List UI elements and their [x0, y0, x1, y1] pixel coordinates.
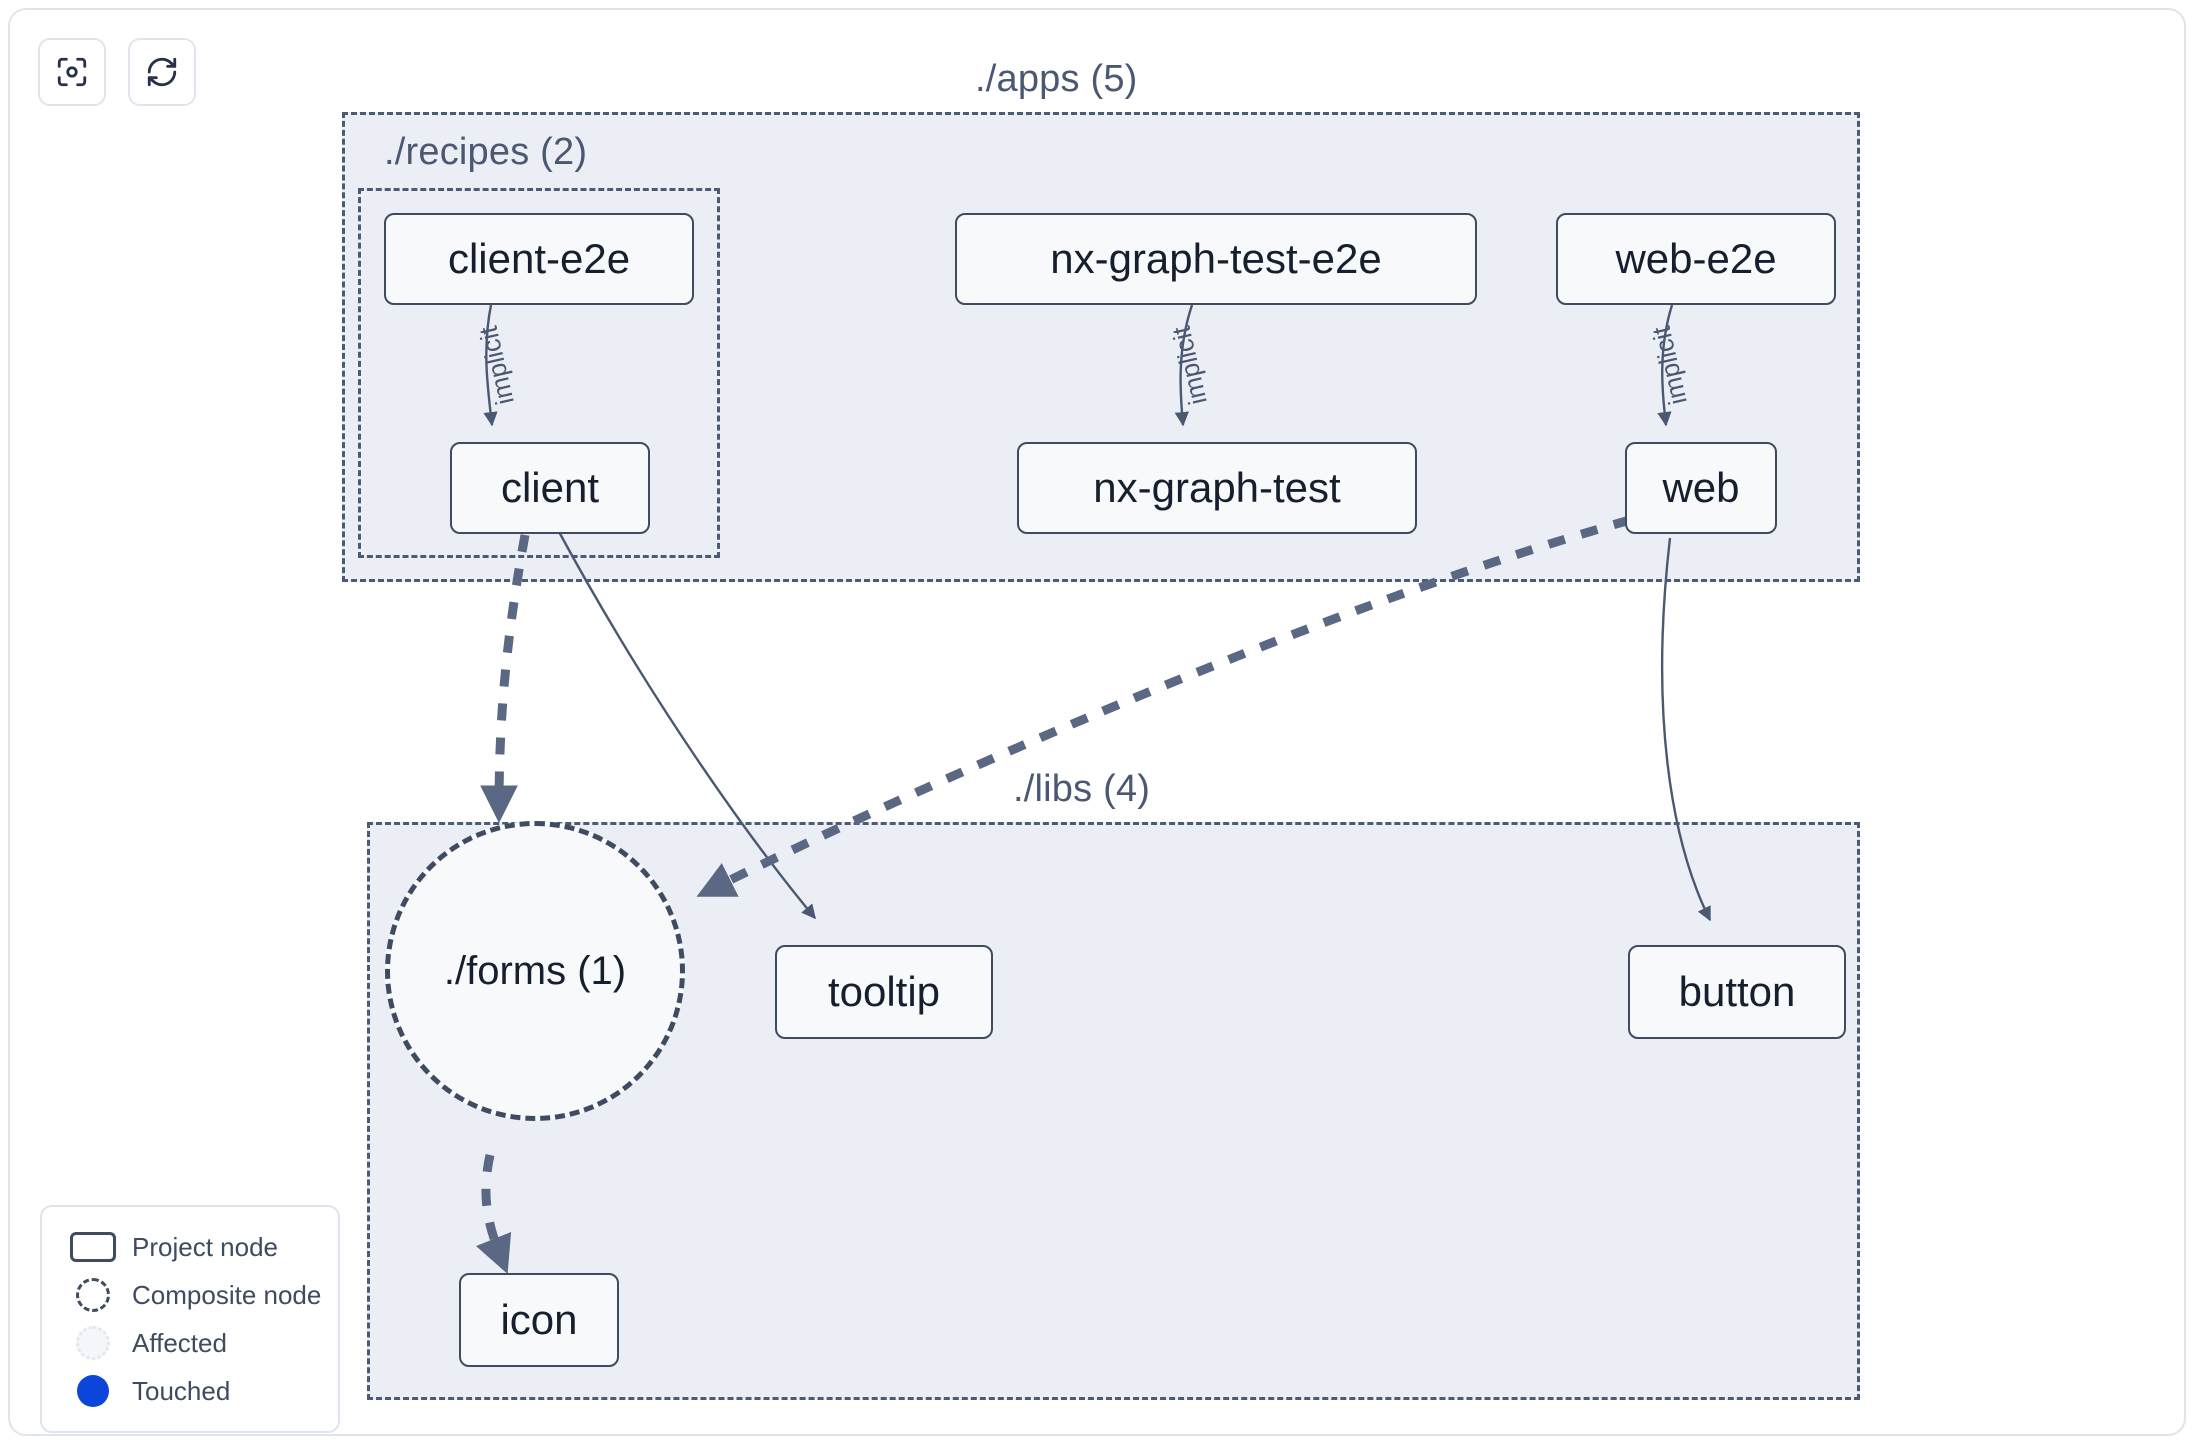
- focus-graph-button[interactable]: [38, 38, 106, 106]
- group-recipes-label: ./recipes (2): [384, 131, 588, 173]
- graph-canvas-panel[interactable]: ./apps (5) ./recipes (2) ./libs (4): [8, 8, 2186, 1436]
- legend-label-project-node: Project node: [132, 1231, 278, 1262]
- edge-client-to-tooltip[interactable]: [556, 529, 816, 920]
- node-button[interactable]: button: [1628, 945, 1846, 1039]
- legend-item-project-node: Project node: [62, 1223, 318, 1271]
- legend-label-composite-node: Composite node: [132, 1279, 322, 1310]
- group-apps-label: ./apps (5): [975, 58, 1138, 100]
- touched-swatch: [62, 1375, 124, 1407]
- node-nx-graph-test-e2e[interactable]: nx-graph-test-e2e: [955, 213, 1477, 305]
- graph-legend: Project node Composite node Affected Tou…: [40, 1205, 340, 1433]
- graph-edges-layer: [476, 304, 1712, 1275]
- legend-item-touched: Touched: [62, 1367, 318, 1415]
- composite-node-swatch: [62, 1278, 124, 1312]
- edge-nx-graph-test-e2e-to-nx-graph-test[interactable]: [1174, 304, 1194, 427]
- project-node-swatch: [62, 1232, 124, 1262]
- node-nx-graph-test[interactable]: nx-graph-test: [1017, 442, 1417, 534]
- edge-web-to-button[interactable]: [1660, 537, 1712, 922]
- legend-label-affected: Affected: [132, 1327, 227, 1358]
- node-icon[interactable]: icon: [459, 1273, 619, 1367]
- legend-item-composite-node: Composite node: [62, 1271, 322, 1319]
- node-web[interactable]: web: [1625, 442, 1777, 534]
- refresh-graph-button[interactable]: [128, 38, 196, 106]
- node-tooltip[interactable]: tooltip: [775, 945, 993, 1039]
- viewfinder-focus-icon: [55, 55, 89, 89]
- group-libs-label: ./libs (4): [1013, 768, 1151, 810]
- graph-toolbar: [38, 38, 196, 106]
- edge-client-to-forms[interactable]: [480, 534, 530, 824]
- edge-forms-to-icon[interactable]: [476, 1154, 512, 1275]
- node-client[interactable]: client: [450, 442, 650, 534]
- edge-client-e2e-to-client[interactable]: [483, 304, 498, 427]
- node-web-e2e[interactable]: web-e2e: [1556, 213, 1836, 305]
- node-client-e2e[interactable]: client-e2e: [384, 213, 694, 305]
- refresh-icon: [145, 55, 179, 89]
- legend-label-touched: Touched: [132, 1375, 231, 1406]
- legend-item-affected: Affected: [62, 1319, 318, 1367]
- node-forms-composite[interactable]: ./forms (1): [385, 821, 685, 1121]
- affected-swatch: [62, 1326, 124, 1360]
- edge-web-e2e-to-web[interactable]: [1657, 304, 1674, 427]
- edge-web-to-forms[interactable]: [696, 515, 1632, 897]
